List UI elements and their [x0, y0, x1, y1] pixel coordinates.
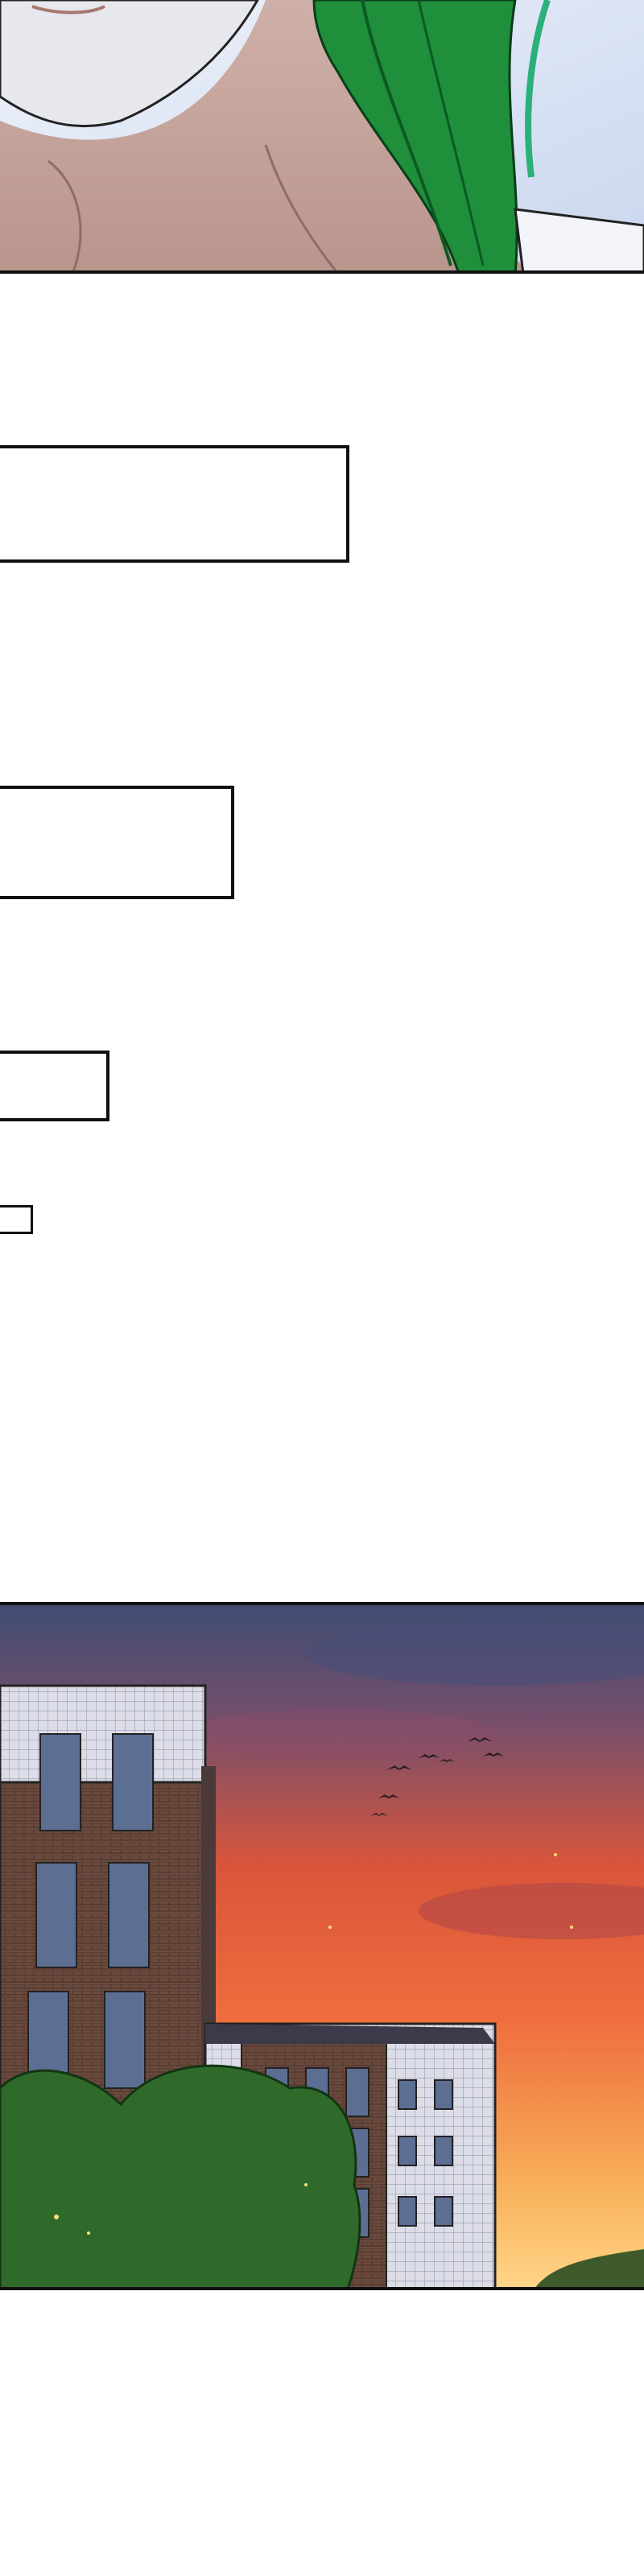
hair-strand: [417, 0, 485, 266]
shoulder-line: [264, 144, 337, 270]
bird-silhouette-icon: [467, 1737, 493, 1742]
hair-highlight: [525, 0, 551, 178]
comic-panel-top: [0, 0, 644, 274]
building-windows: [27, 1733, 154, 2089]
cloud: [177, 1710, 499, 1758]
bird-silhouette-icon: [419, 1754, 440, 1758]
chin: [0, 0, 259, 128]
bird-silhouette-icon: [483, 1752, 504, 1757]
building-second-windows: [265, 2067, 453, 2238]
cloud: [419, 1883, 644, 1939]
tree-foliage: [0, 2064, 361, 2287]
character-illustration: [0, 0, 644, 270]
sunset-illustration: [0, 1605, 644, 2287]
building-upper-tiles: [0, 1684, 207, 1784]
hair-strand: [361, 0, 452, 266]
neck-shadow-line: [47, 159, 82, 270]
bird-silhouette-icon: [370, 1813, 388, 1816]
clothing-collar: [514, 208, 644, 270]
caption-box: [0, 1205, 33, 1234]
bird-silhouette-icon: [378, 1794, 399, 1798]
mouth-line: [31, 5, 105, 14]
bird-silhouette-icon: [439, 1759, 455, 1762]
building-roof: [205, 2024, 495, 2044]
caption-box: [0, 786, 234, 899]
caption-box: [0, 1051, 109, 1121]
bush-right: [535, 2249, 644, 2287]
bird-silhouette-icon: [386, 1765, 412, 1770]
cloud: [306, 1621, 644, 1686]
bird-flock: [370, 1737, 504, 1816]
caption-box: [0, 445, 349, 563]
comic-panel-sunset: [0, 1602, 644, 2290]
firefly-lights: [54, 1853, 573, 2235]
